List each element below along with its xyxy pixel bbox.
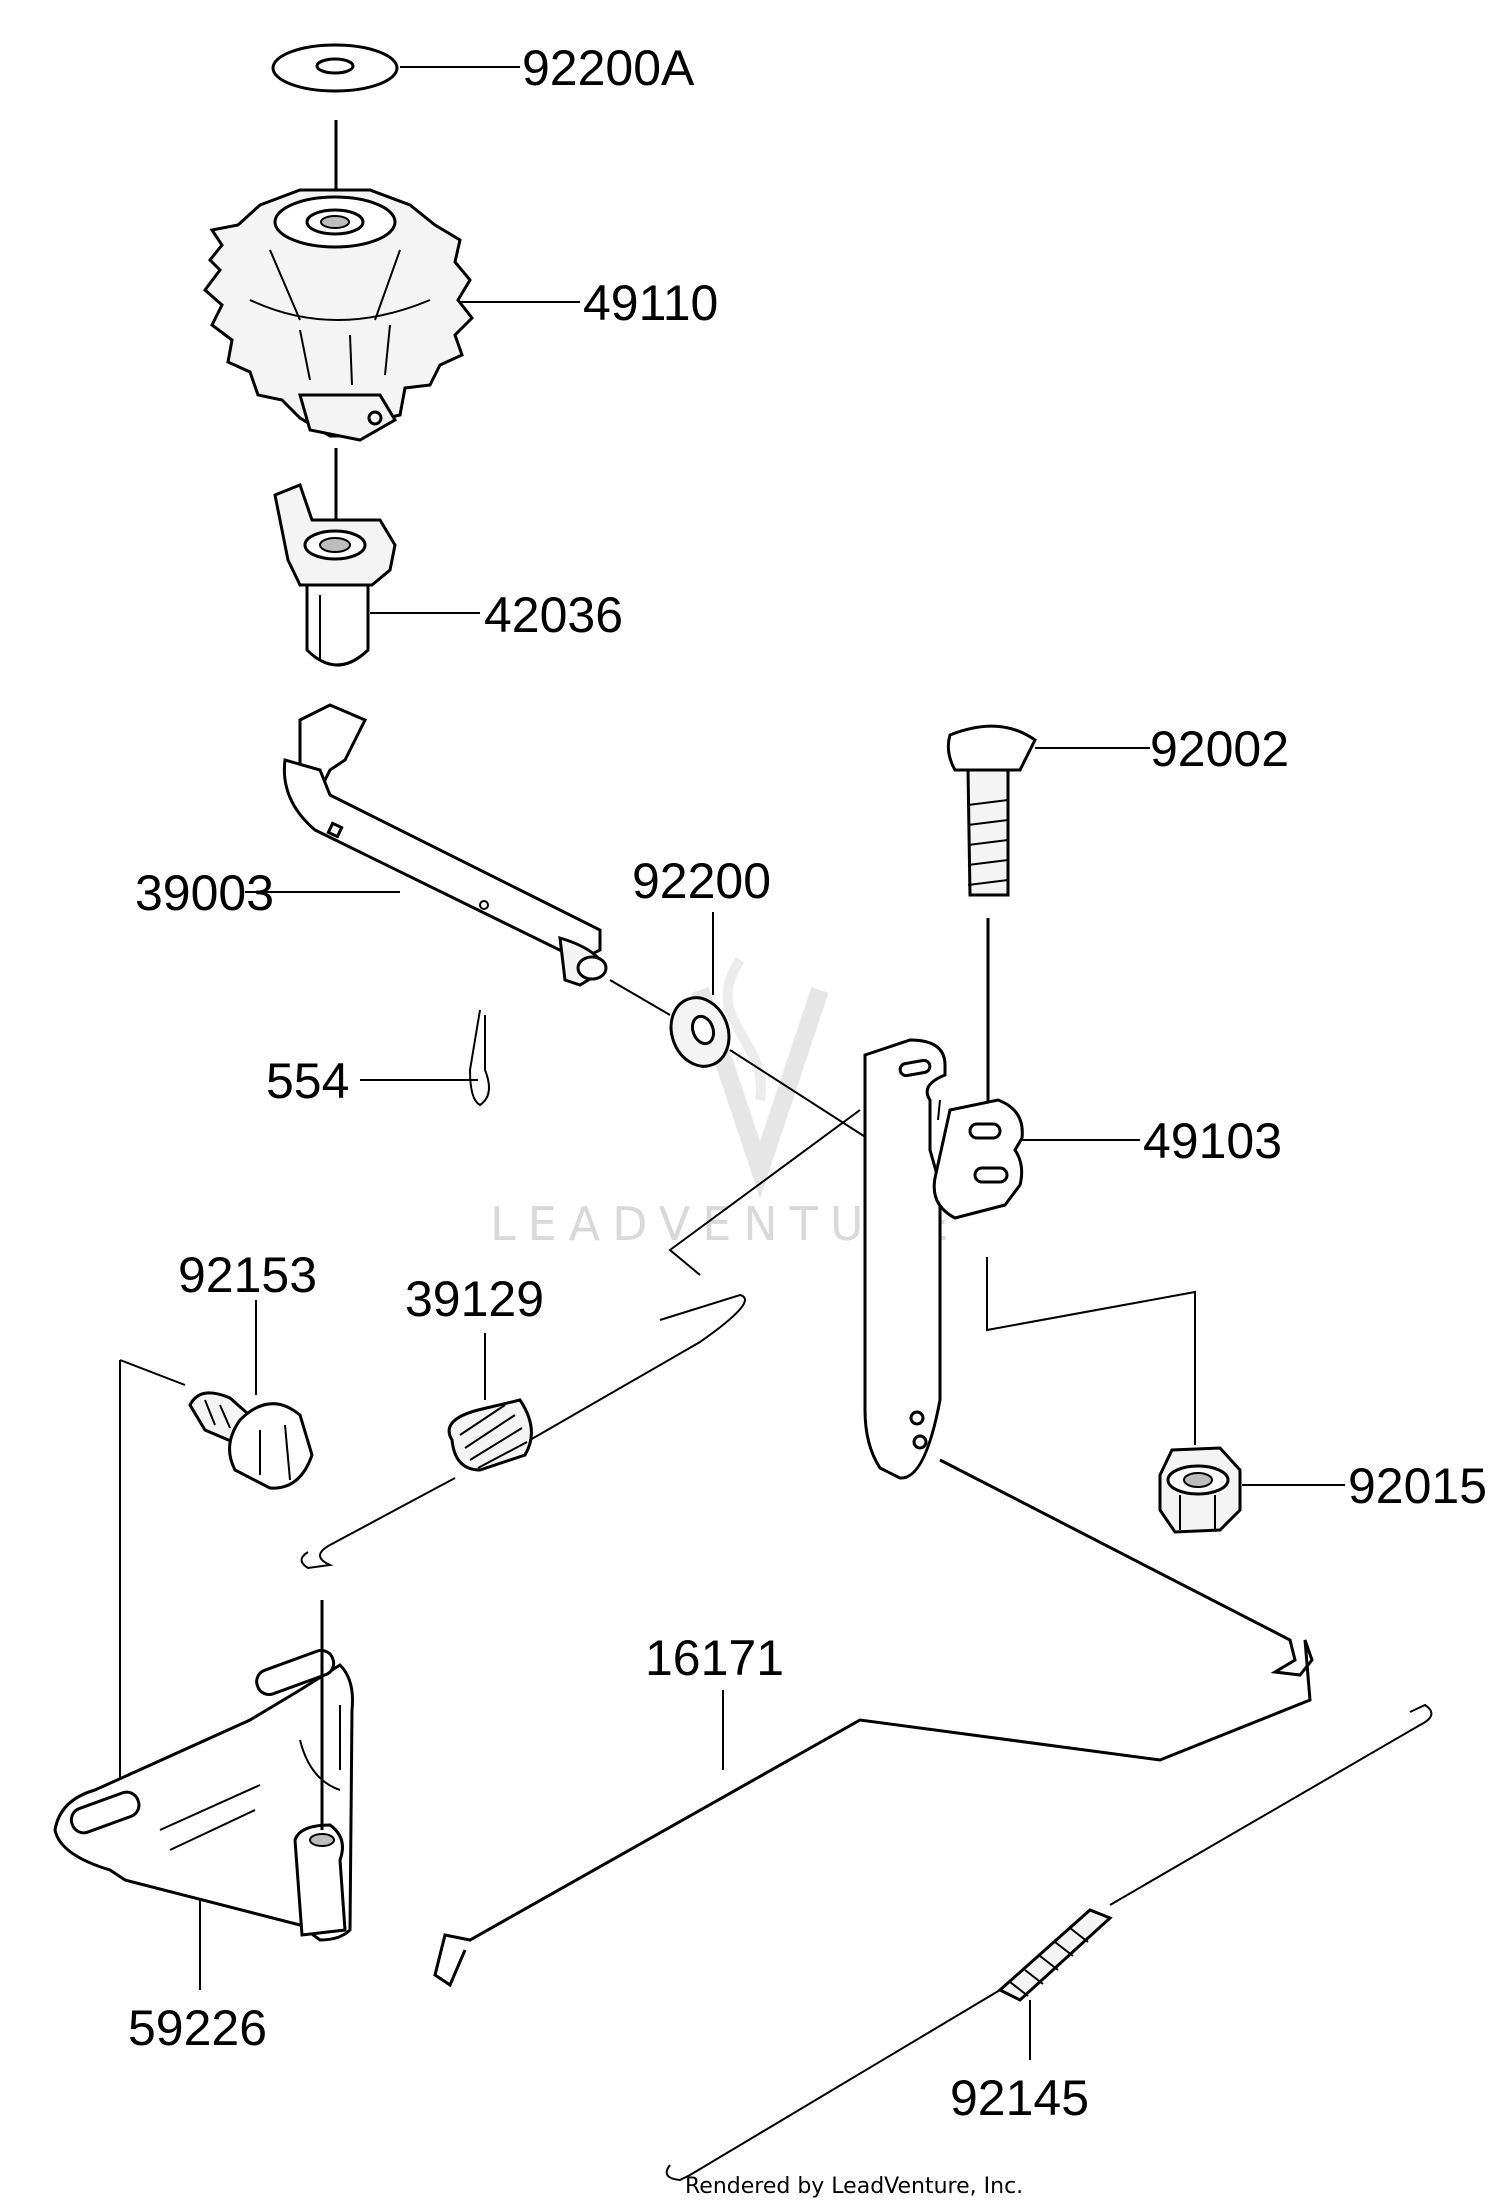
render-credit: Rendered by LeadVenture, Inc. xyxy=(685,2174,1023,2199)
label-92145[interactable]: 92145 xyxy=(950,2070,1089,2126)
label-42036[interactable]: 42036 xyxy=(484,587,623,643)
governor-shaft-39003[interactable] xyxy=(282,703,608,987)
governor-gear-49110[interactable] xyxy=(202,188,474,442)
label-92200[interactable]: 92200 xyxy=(632,853,771,909)
label-49103[interactable]: 49103 xyxy=(1143,1113,1282,1169)
governor-spring-92145[interactable] xyxy=(665,1703,1433,2182)
label-49110[interactable]: 49110 xyxy=(583,275,718,331)
nut-92015[interactable] xyxy=(1158,1446,1242,1534)
label-92200a[interactable]: 92200A xyxy=(522,40,695,96)
part-labels: 92200A 49110 42036 92002 39003 92200 554… xyxy=(128,40,1487,2126)
label-59226[interactable]: 59226 xyxy=(128,2000,267,2056)
label-92002[interactable]: 92002 xyxy=(1150,721,1289,777)
label-92153[interactable]: 92153 xyxy=(178,1247,317,1303)
cotter-pin-554[interactable] xyxy=(468,1009,490,1107)
governor-rod-16171[interactable] xyxy=(433,1458,1314,1988)
label-39003[interactable]: 39003 xyxy=(135,865,274,921)
label-554[interactable]: 554 xyxy=(266,1053,349,1109)
washer-92200[interactable] xyxy=(662,990,739,1075)
governor-spring-39129[interactable] xyxy=(300,1293,746,1570)
flange-bolt-92153[interactable] xyxy=(188,1391,314,1490)
label-39129[interactable]: 39129 xyxy=(405,1271,544,1327)
governor-sleeve-42036[interactable] xyxy=(273,483,397,667)
governor-arm-49103[interactable] xyxy=(863,1038,1024,1480)
label-16171[interactable]: 16171 xyxy=(645,1630,784,1686)
bolt-92002[interactable] xyxy=(946,724,1037,897)
washer-92200a[interactable] xyxy=(271,43,399,93)
label-92015[interactable]: 92015 xyxy=(1348,1458,1487,1514)
control-bracket-59226[interactable] xyxy=(53,1647,354,1942)
